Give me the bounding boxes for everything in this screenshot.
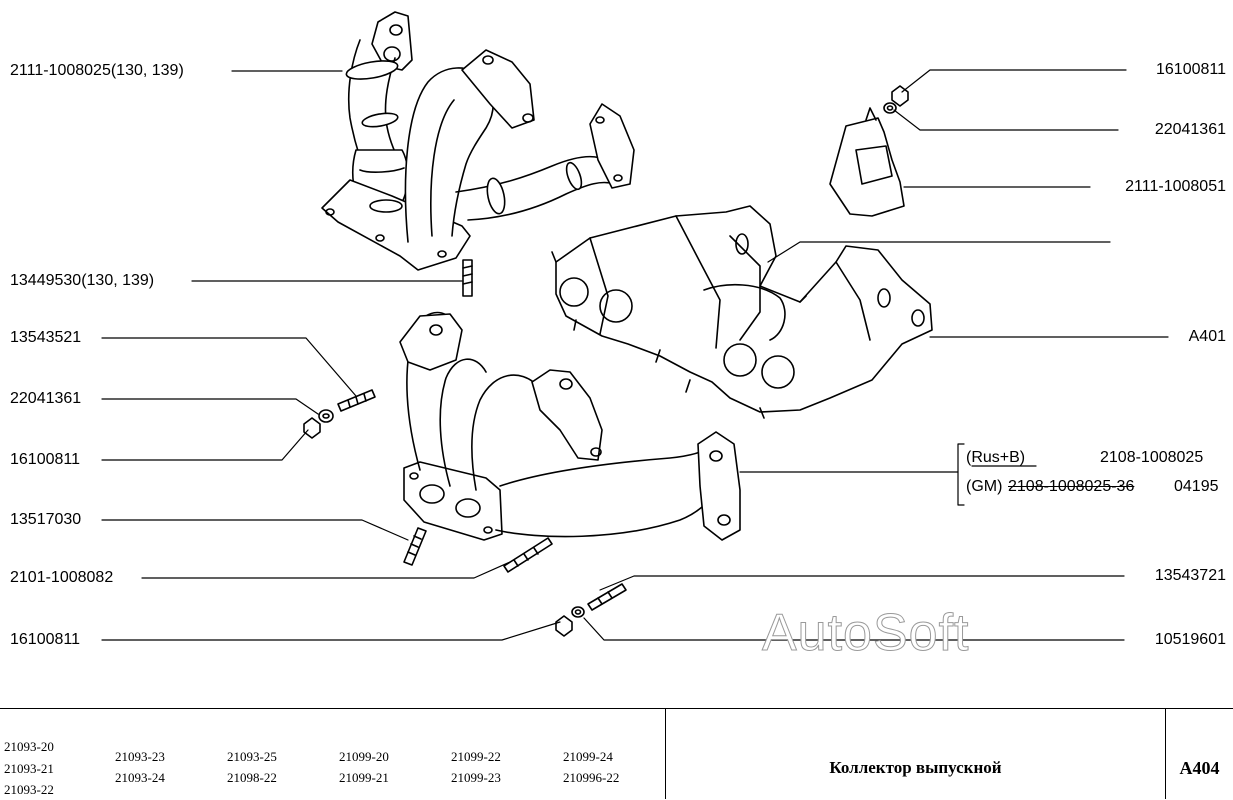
model-code: 21099-20 xyxy=(339,749,389,764)
label-16100811-left: 16100811 xyxy=(10,451,80,468)
label-13543721: 13543721 xyxy=(1154,567,1226,584)
model-code: 210996-22 xyxy=(563,770,620,785)
parts-drawing xyxy=(101,11,1169,641)
variant-rus-b-part: 2108-1008025 xyxy=(1100,449,1204,466)
stud-13517030 xyxy=(403,527,427,566)
washer-22041361-left xyxy=(318,409,334,423)
label-2111-1008051: 2111-1008051 xyxy=(1125,178,1226,195)
models-cell: 21093-20 21093-21 21093-22 21093-23 2109… xyxy=(0,709,666,799)
page-title: Коллектор выпускной xyxy=(829,758,1002,777)
label-22041361-right: 22041361 xyxy=(1154,121,1226,138)
page-code: A404 xyxy=(1179,757,1220,778)
variant-rus-b-label: (Rus+B) xyxy=(966,449,1026,466)
model-code: 21098-22 xyxy=(227,770,277,785)
stud-13449530 xyxy=(462,259,473,297)
model-code: 21099-24 xyxy=(563,749,613,764)
label-13517030: 13517030 xyxy=(10,511,82,528)
label-2111-1008025: 2111-1008025(130, 139) xyxy=(10,62,184,79)
model-code: 21093-21 xyxy=(4,761,54,776)
label-A401: A401 xyxy=(1188,328,1226,345)
code-cell: A404 xyxy=(1166,709,1233,799)
label-13543521: 13543521 xyxy=(10,329,82,346)
washer-22041361-right xyxy=(883,102,897,114)
variant-gm-part-struck: 2108-1008025-36 xyxy=(1008,478,1135,495)
watermark: AutoSoft xyxy=(761,604,970,663)
model-code: 21099-21 xyxy=(339,770,389,785)
stud-13543721 xyxy=(587,583,627,611)
model-code: 21093-24 xyxy=(115,770,165,785)
label-22041361-left: 22041361 xyxy=(10,390,82,407)
variant-gm-part: 04195 xyxy=(1174,478,1219,495)
nut-16100811-left xyxy=(303,417,321,439)
nut-16100811-bottom xyxy=(555,615,573,637)
label-2101-1008082: 2101-1008082 xyxy=(10,569,114,586)
variant-gm-label: (GM) xyxy=(966,478,1003,495)
model-code: 21093-25 xyxy=(227,749,277,764)
downpipe-assembly xyxy=(321,11,635,271)
title-block: 21093-20 21093-21 21093-22 21093-23 2109… xyxy=(0,708,1233,799)
heat-shield-A401 xyxy=(551,205,933,419)
label-13449530: 13449530(130, 139) xyxy=(10,272,155,289)
bracket-2111-1008051 xyxy=(829,107,905,217)
label-10519601: 10519601 xyxy=(1154,631,1226,648)
title-cell: Коллектор выпускной xyxy=(666,709,1166,799)
model-code: 21093-22 xyxy=(4,782,54,797)
label-16100811-right: 16100811 xyxy=(1156,61,1226,78)
washer-10519601 xyxy=(571,606,585,618)
model-code: 21099-23 xyxy=(451,770,501,785)
stud-13543521 xyxy=(337,389,376,412)
model-code: 21093-23 xyxy=(115,749,165,764)
model-code: 21099-22 xyxy=(451,749,501,764)
label-16100811-bottom: 16100811 xyxy=(10,631,80,648)
leader-lines xyxy=(101,69,1169,641)
stud-2101-1008082 xyxy=(503,537,553,573)
exhaust-manifold-2108-1008025 xyxy=(399,311,741,541)
model-code: 21093-20 xyxy=(4,739,54,754)
